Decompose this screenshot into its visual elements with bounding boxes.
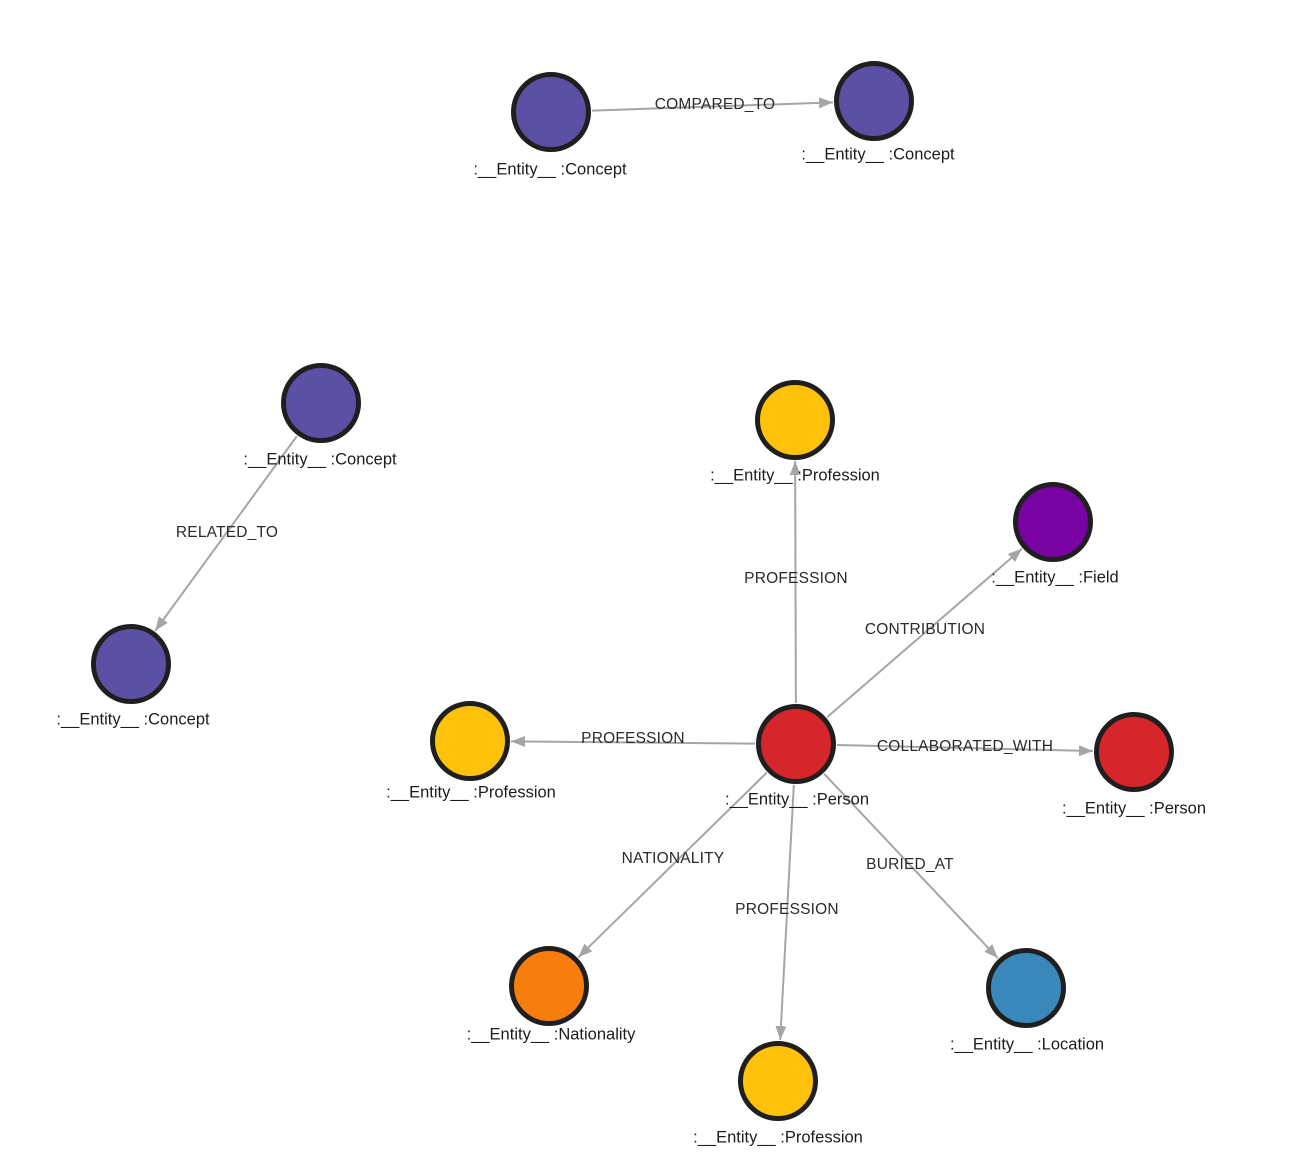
node-concept-b[interactable] [834,61,914,141]
node-location[interactable] [986,948,1066,1028]
edge-line[interactable] [826,548,1023,718]
edge-line[interactable] [510,736,756,748]
edge-profession[interactable] [775,784,795,1041]
edge-line[interactable] [591,97,834,112]
node-concept-a[interactable] [511,72,591,152]
edge-profession[interactable] [789,460,801,704]
edge-label[interactable]: PROFESSION [744,570,848,587]
edge-collaborated-with[interactable] [836,743,1094,757]
edge-label[interactable]: NATIONALITY [621,850,725,867]
node-concept-c[interactable] [281,363,361,443]
edge-label[interactable]: PROFESSION [735,901,839,918]
edge-line[interactable] [836,743,1094,757]
node-concept-d[interactable] [91,624,171,704]
edge-label[interactable]: COLLABORATED_WITH [876,738,1054,755]
edge-label[interactable]: RELATED_TO [175,524,279,541]
edge-line[interactable] [789,460,801,704]
edge-line[interactable] [823,773,999,959]
node-field[interactable] [1013,482,1093,562]
node-profession-left[interactable] [430,701,510,781]
edge-label[interactable]: PROFESSION [581,730,685,747]
node-nationality[interactable] [509,946,589,1026]
edge-contribution[interactable] [826,548,1023,718]
node-profession-top[interactable] [755,380,835,460]
node-person-collaborator[interactable] [1094,712,1174,792]
edge-line[interactable] [577,771,768,959]
edge-compared-to[interactable] [591,97,834,112]
edge-label[interactable]: CONTRIBUTION [864,621,986,638]
edge-label[interactable]: COMPARED_TO [654,96,776,113]
edge-buried-at[interactable] [823,773,999,959]
node-person-main[interactable] [756,704,836,784]
edge-profession[interactable] [510,736,756,748]
edge-related-to[interactable] [154,435,298,632]
node-profession-bottom[interactable] [738,1041,818,1121]
edge-line[interactable] [775,784,795,1041]
edge-label[interactable]: BURIED_AT [866,856,954,873]
edge-nationality[interactable] [577,771,768,959]
edge-line[interactable] [154,435,298,632]
